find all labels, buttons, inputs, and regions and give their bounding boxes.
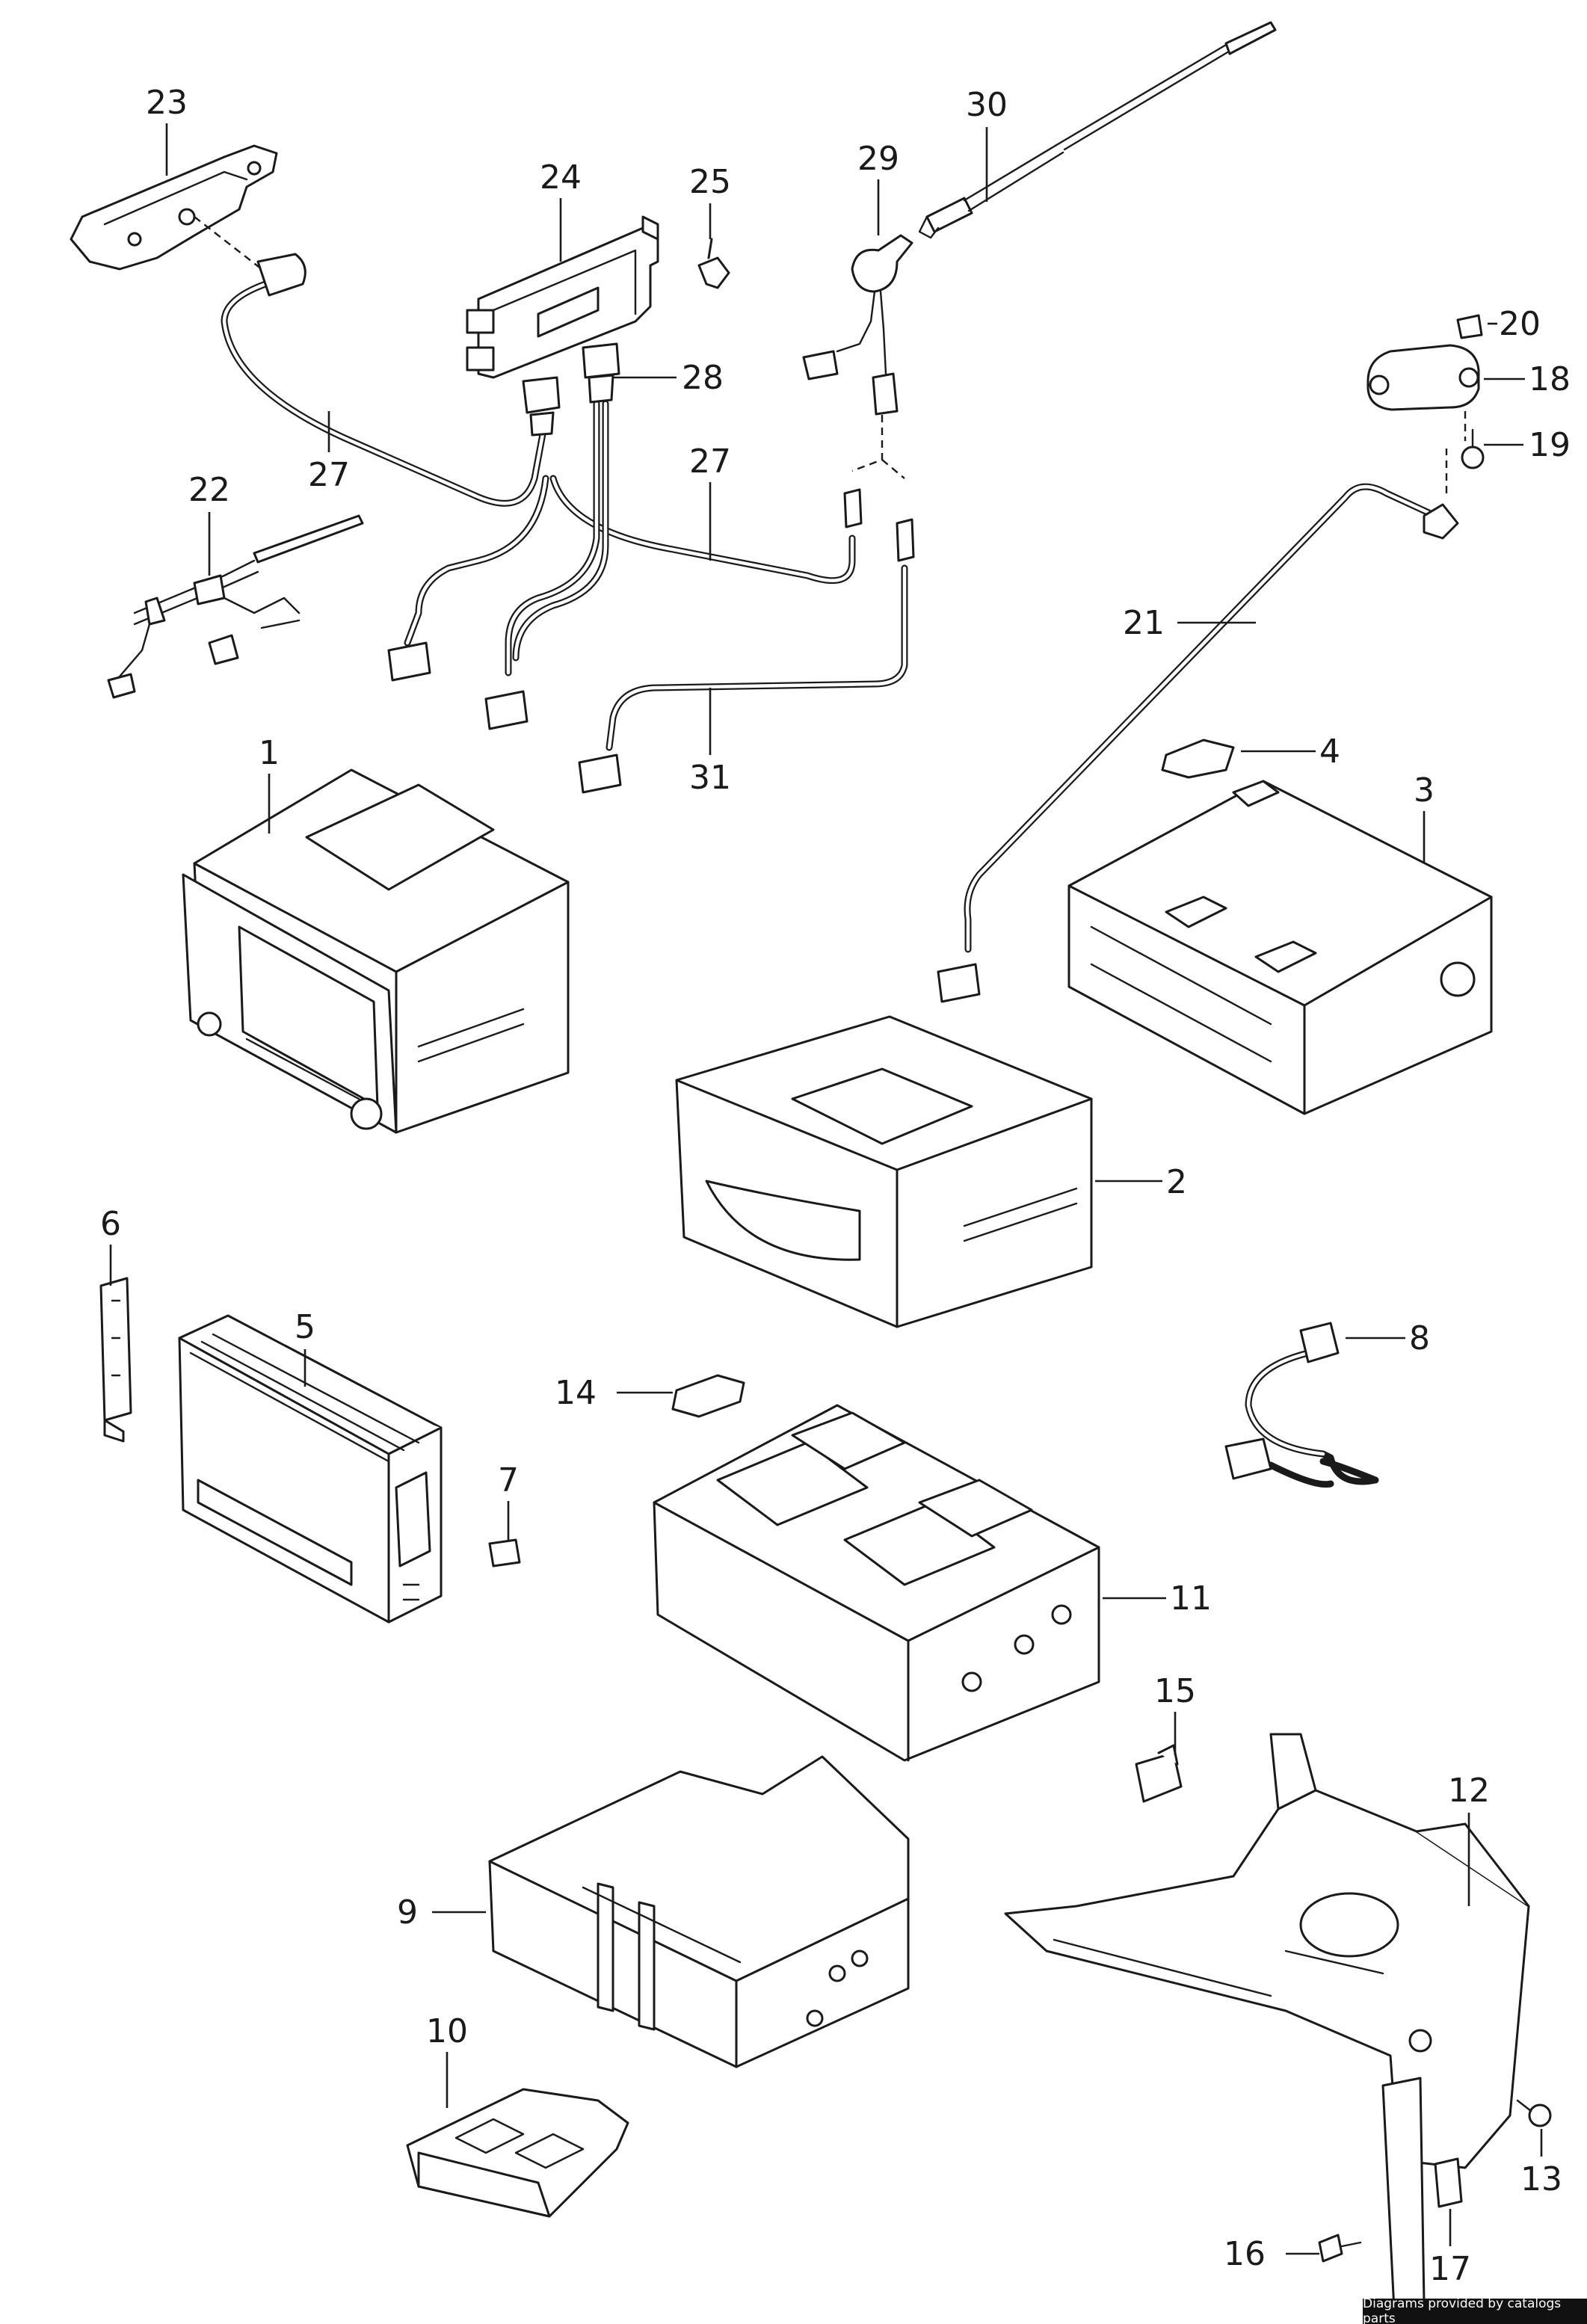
part-7-connector: [488, 1538, 521, 1568]
callout-27b: 27: [689, 443, 731, 481]
callout-22: 22: [188, 471, 230, 509]
callout-15: 15: [1154, 1672, 1196, 1710]
callout-5: 5: [295, 1308, 315, 1346]
callout-25: 25: [689, 163, 731, 201]
leader-lines: [109, 123, 1543, 2255]
part-20-nut: [1456, 314, 1483, 339]
callout-6: 6: [100, 1205, 121, 1243]
callout-23: 23: [146, 84, 188, 122]
part-14-clip: [671, 1374, 745, 1418]
callout-19: 19: [1529, 426, 1571, 464]
part-11-changer-frame: [653, 1404, 1100, 1762]
callout-2: 2: [1166, 1163, 1187, 1201]
part-23-antenna-amplifier: [70, 144, 306, 297]
callout-30: 30: [966, 86, 1008, 124]
cable-27-left: [221, 280, 549, 647]
callout-8: 8: [1409, 1319, 1430, 1357]
callout-13: 13: [1520, 2160, 1562, 2198]
part-22-harness: [107, 514, 364, 699]
callout-18: 18: [1529, 360, 1571, 398]
part-13-bolt: [1516, 2099, 1552, 2127]
callout-28: 28: [682, 359, 724, 397]
part-3-frame: [1067, 780, 1493, 1115]
footer-credit: Diagrams provided by catalogs parts: [1363, 2296, 1587, 2324]
callout-7: 7: [498, 1461, 519, 1499]
callout-4: 4: [1319, 733, 1340, 771]
callout-14: 14: [555, 1374, 597, 1412]
connector-31-end: [578, 753, 622, 794]
part-5-amplifier: [178, 1314, 443, 1624]
callout-29: 29: [857, 140, 899, 178]
callout-10: 10: [426, 2012, 468, 2050]
callout-1: 1: [259, 734, 280, 772]
part-16-bolt: [1318, 2234, 1362, 2263]
part-24-module: [466, 215, 659, 379]
cable-21: [964, 483, 1439, 953]
callout-9: 9: [397, 1893, 418, 1932]
part-29-antenna-base: [802, 234, 915, 562]
part-30-antenna-mast: [918, 21, 1277, 239]
part-2-cd-drive: [675, 1015, 1093, 1328]
part-28-connectors: [522, 342, 620, 437]
callout-16: 16: [1224, 2235, 1266, 2273]
callout-31: 31: [689, 759, 731, 797]
part-10-magazine: [406, 2088, 629, 2218]
callout-27a: 27: [308, 456, 350, 494]
callout-21: 21: [1123, 604, 1165, 642]
callout-20: 20: [1499, 305, 1541, 343]
part-25-clip: [697, 238, 730, 289]
part-8-cable: [1224, 1322, 1340, 1480]
callout-numbers: 23 24 25 29 30 20 18 19 28 27 27 22 21 3…: [100, 84, 1571, 2288]
callout-3: 3: [1414, 771, 1435, 810]
cable-8: [1245, 1349, 1379, 1488]
footer-credit-text: Diagrams provided by catalogs parts: [1363, 2296, 1562, 2324]
connector-21-end: [937, 963, 981, 1003]
part-4-clip: [1161, 739, 1235, 779]
cable-27-middle: [549, 475, 856, 585]
callout-17: 17: [1429, 2250, 1471, 2288]
part-12-bracket: [1004, 1733, 1530, 2311]
cable-31: [605, 564, 908, 751]
part-21-plug: [1423, 503, 1459, 540]
connector-27-end: [387, 641, 431, 682]
connector-28-end: [484, 690, 529, 730]
part-17-clip: [1434, 2157, 1463, 2208]
part-6-bracket: [99, 1277, 132, 1443]
part-19-screw: [1461, 428, 1485, 469]
part-18-sensor: [1366, 344, 1480, 441]
part-9-cd-changer: [488, 1755, 910, 2068]
part-15-clip: [1135, 1744, 1183, 1803]
callout-11: 11: [1170, 1579, 1212, 1618]
cable-28: [505, 400, 609, 676]
part-1-head-unit: [182, 768, 570, 1134]
callout-12: 12: [1448, 1772, 1490, 1810]
callout-24: 24: [540, 158, 582, 197]
